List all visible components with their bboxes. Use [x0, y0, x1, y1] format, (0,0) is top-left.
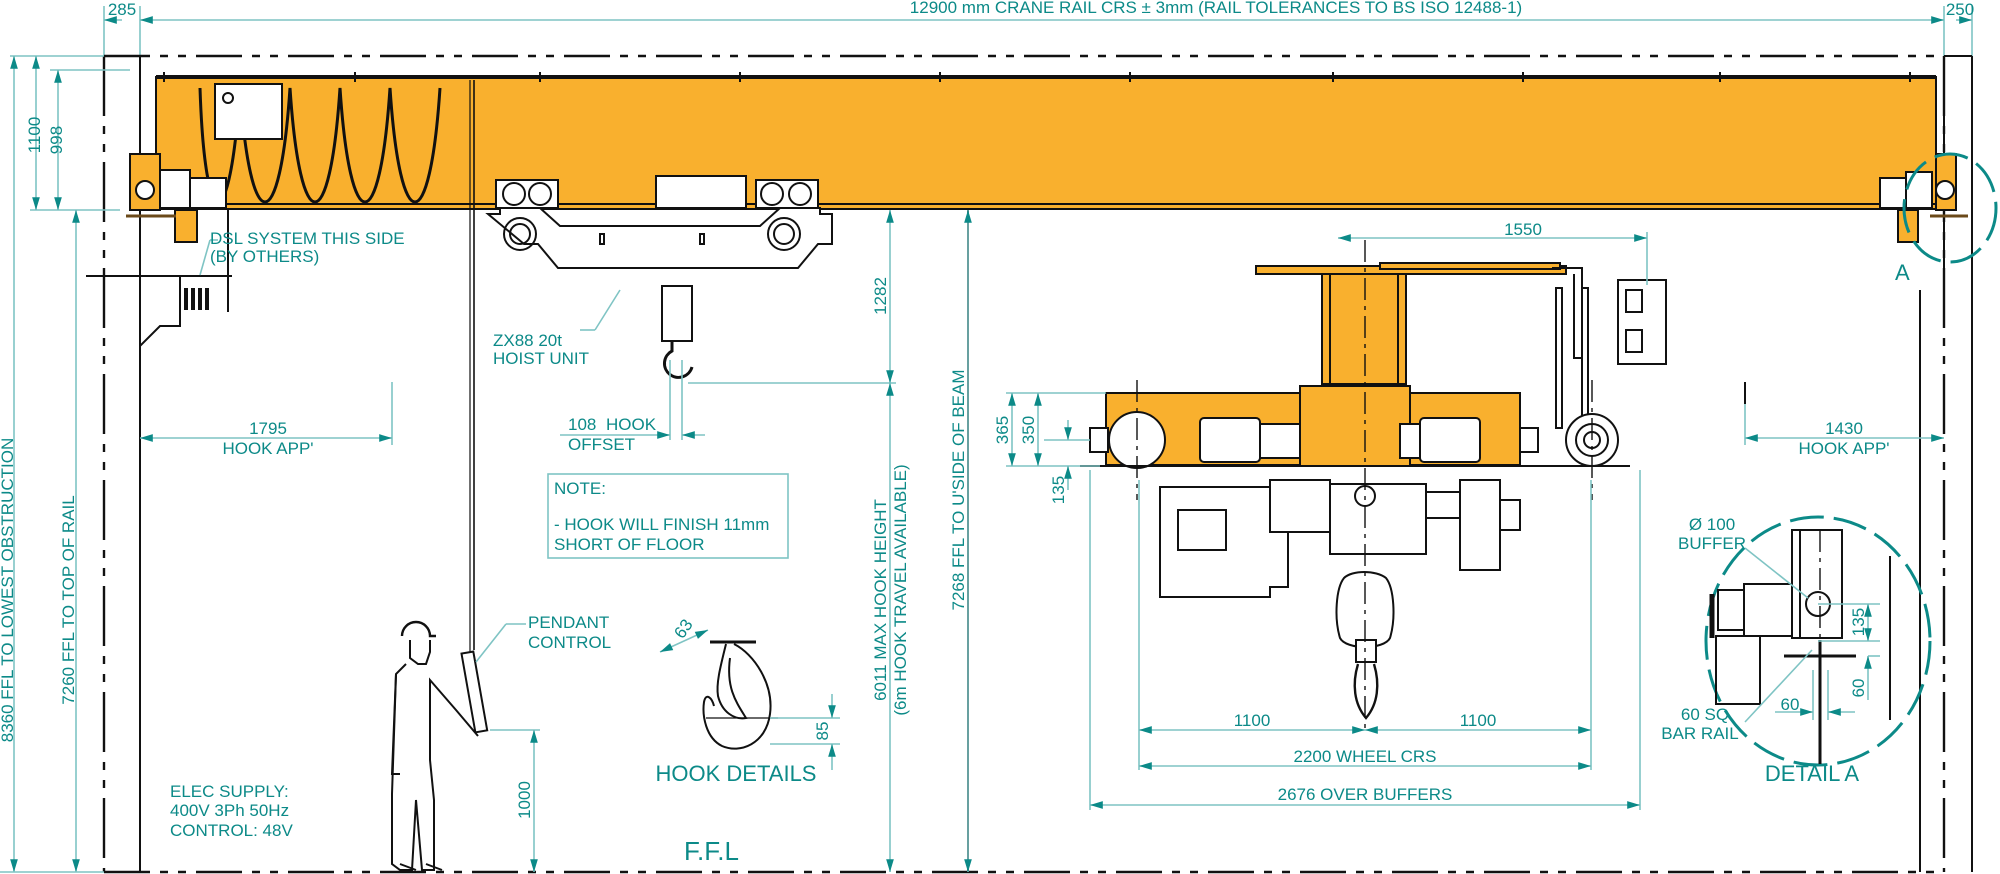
- max-hook-height-line1: 6011 MAX HOOK HEIGHT: [871, 499, 890, 701]
- dsl-label-line2: (BY OTHERS): [210, 247, 319, 266]
- hook-details: 63 85 HOOK DETAILS: [656, 616, 840, 786]
- right-offset-250: 250: [1946, 0, 1974, 19]
- detail-a-title: DETAIL A: [1765, 761, 1859, 786]
- dim-135: 135: [1049, 476, 1068, 504]
- operator-figure: [390, 620, 479, 871]
- left-offset-285: 285: [108, 0, 136, 19]
- dsl-label-line1: DSL SYSTEM THIS SIDE: [210, 229, 405, 248]
- dim-1100-right: 1100: [1460, 711, 1497, 730]
- dim-998: 998: [47, 126, 66, 154]
- elec-line2: 400V 3Ph 50Hz: [170, 801, 289, 820]
- panel-box: [214, 83, 283, 140]
- dim-8360-lowest-obstruction: 8360 FFL TO LOWEST OBSTRUCTION: [0, 438, 17, 743]
- hook-details-title: HOOK DETAILS: [656, 761, 817, 786]
- wheel-centres-dim: 2200 WHEEL CRS: [1294, 747, 1437, 766]
- dim-1550: 1550: [1504, 220, 1542, 239]
- dim-1100: 1100: [25, 117, 44, 154]
- pendant-height-1000: 1000: [515, 781, 534, 819]
- note-line1: - HOOK WILL FINISH 11mm: [554, 515, 769, 534]
- central-vertical-dimensions: 1282 6011 MAX HOOK HEIGHT (6m HOOK TRAVE…: [688, 210, 972, 872]
- pendant-label-line1: PENDANT: [528, 613, 609, 632]
- pendant-label-line2: CONTROL: [528, 633, 611, 652]
- elec-line3: CONTROL: 48V: [170, 821, 293, 840]
- electrical-supply-note: ELEC SUPPLY: 400V 3Ph 50Hz CONTROL: 48V …: [170, 782, 739, 866]
- over-buffers-dim: 2676 OVER BUFFERS: [1278, 785, 1453, 804]
- left-hook-approach-label: HOOK APP': [222, 439, 313, 458]
- underside-beam-dim: 7268 FFL TO U'SIDE OF BEAM: [949, 369, 968, 610]
- end-carriage-dimensions: 1550 365 350 135 1100 1100 2200 WHEEL CR…: [993, 220, 1648, 810]
- dim-365: 365: [993, 416, 1012, 444]
- buffer-label-line1: Ø 100: [1689, 515, 1735, 534]
- dsl-bracket: DSL SYSTEM THIS SIDE (BY OTHERS): [86, 210, 405, 349]
- hoist-label-line1: ZX88 20t: [493, 331, 562, 350]
- hook-offset-label1: HOOK: [606, 415, 657, 434]
- left-hook-approach-dimension: 1795 HOOK APP': [140, 382, 393, 458]
- detail-a-callout: A: [1895, 152, 1998, 285]
- elec-line1: ELEC SUPPLY:: [170, 782, 289, 801]
- hook-throat-63: 63: [670, 616, 696, 642]
- detail-a-dim-60-vertical: 60: [1849, 679, 1868, 698]
- dim-350: 350: [1019, 416, 1038, 444]
- crab-end-view: [1080, 240, 1667, 730]
- hook-offset-label2: OFFSET: [568, 435, 635, 454]
- bar-rail-label-line2: BAR RAIL: [1661, 724, 1738, 743]
- note-line2: SHORT OF FLOOR: [554, 535, 705, 554]
- rail-centres-label: 12900 mm CRANE RAIL CRS ± 3mm (RAIL TOLE…: [910, 0, 1522, 17]
- dim-1282: 1282: [871, 277, 890, 315]
- festoon-hangers: [163, 72, 1911, 82]
- dim-1100-left: 1100: [1234, 711, 1271, 730]
- hook-offset-value: 108: [568, 415, 596, 434]
- detail-a: 135 60 60 Ø 100 BUFFER 60 SQ BAR RAIL DE…: [1661, 515, 1932, 786]
- rail-centres-dimension: 12900 mm CRANE RAIL CRS ± 3mm (RAIL TOLE…: [103, 0, 1974, 60]
- detail-a-dim-135: 135: [1849, 608, 1868, 636]
- main-girder: [126, 72, 1968, 243]
- pendant-control: PENDANT CONTROL 1000: [460, 80, 611, 872]
- hook-offset-dimension: 108 HOOK OFFSET: [560, 360, 705, 454]
- right-hook-approach-dimension: 1430 HOOK APP': [1744, 382, 1944, 458]
- note-box: NOTE: - HOOK WILL FINISH 11mm SHORT OF F…: [547, 473, 789, 559]
- right-hook-approach-label: HOOK APP': [1798, 439, 1889, 458]
- hook-depth-85: 85: [813, 722, 832, 741]
- max-hook-height-line2: (6m HOOK TRAVEL AVAILABLE): [891, 464, 910, 715]
- hoist-label-line2: HOIST UNIT: [493, 349, 589, 368]
- dim-7260-top-of-rail: 7260 FFL TO TOP OF RAIL: [59, 495, 78, 704]
- left-vertical-dimensions: 1100 998 8360 FFL TO LOWEST OBSTRUCTION …: [0, 55, 130, 873]
- ffl-label: F.F.L: [684, 836, 739, 866]
- note-title: NOTE:: [554, 479, 606, 498]
- hoist-unit-side-view: ZX88 20t HOIST UNIT: [469, 80, 833, 660]
- left-hook-approach-value: 1795: [249, 419, 287, 438]
- buffer-label-line2: BUFFER: [1678, 534, 1746, 553]
- detail-a-dim-60-horizontal: 60: [1781, 695, 1800, 714]
- detail-a-marker: A: [1895, 260, 1910, 285]
- right-hook-approach-value: 1430: [1825, 419, 1863, 438]
- bar-rail-label-line1: 60 SQ: [1681, 705, 1729, 724]
